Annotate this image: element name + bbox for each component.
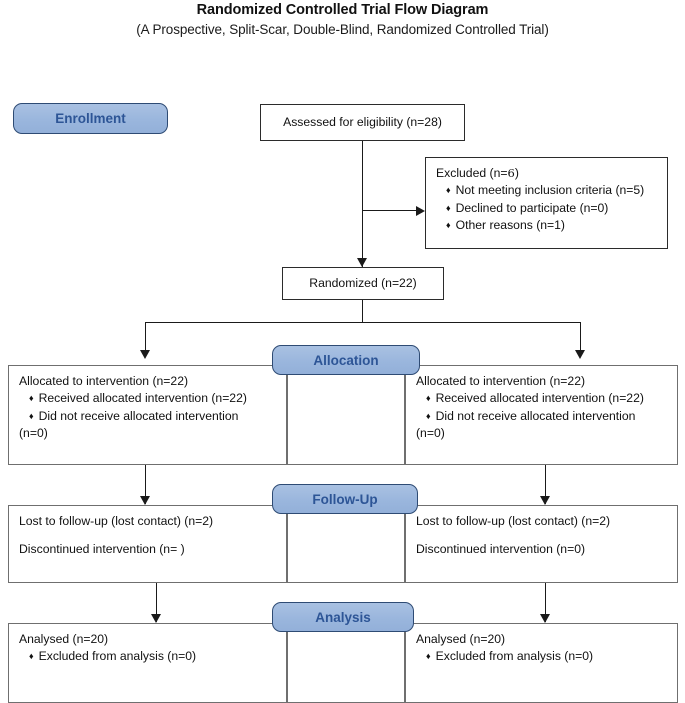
allocation-left-heading: Allocated to intervention (n=22)	[19, 374, 189, 388]
arrow-into-followup-right	[540, 496, 550, 505]
stage-badge-enrollment-label: Enrollment	[55, 111, 126, 126]
arrow-into-followup-left	[140, 496, 150, 505]
followup-right-discontinued: Discontinued intervention (n=0)	[416, 542, 586, 557]
connector-alloc-right-to-followup	[545, 465, 546, 504]
connector-to-excluded	[362, 210, 416, 211]
excluded-heading: Excluded (n=6)	[436, 166, 519, 180]
arrow-into-analysis-right	[540, 614, 550, 623]
connector-split-bus	[145, 322, 580, 323]
box-analysis-middle	[287, 623, 405, 703]
analysis-right-analysed: Analysed (n=20)	[416, 632, 506, 646]
analysis-left-analysed: Analysed (n=20)	[19, 632, 109, 646]
allocation-right-item-2: Did not receive allocated intervention	[416, 408, 667, 425]
box-followup-left: Lost to follow-up (lost contact) (n=2) D…	[8, 505, 287, 583]
allocation-left-trailing: (n=0)	[19, 425, 48, 440]
arrow-into-analysis-left	[151, 614, 161, 623]
box-excluded: Excluded (n=6) Not meeting inclusion cri…	[425, 157, 668, 249]
box-allocation-left: Allocated to intervention (n=22) Receive…	[8, 365, 287, 465]
arrow-into-allocation-left	[140, 350, 150, 359]
arrow-into-excluded	[416, 206, 425, 216]
connector-followup-left-to-analysis	[156, 583, 157, 622]
allocation-right-heading: Allocated to intervention (n=22)	[416, 374, 586, 388]
box-allocation-right: Allocated to intervention (n=22) Receive…	[405, 365, 678, 465]
connector-randomized-down	[362, 300, 363, 322]
excluded-reason-1: Not meeting inclusion criteria (n=5)	[436, 182, 657, 199]
followup-left-lost: Lost to follow-up (lost contact) (n=2)	[19, 514, 214, 528]
excluded-reason-3: Other reasons (n=1)	[436, 217, 657, 234]
stage-badge-analysis-label: Analysis	[315, 609, 371, 625]
box-assessed-for-eligibility: Assessed for eligibility (n=28)	[260, 104, 465, 141]
page-title: Randomized Controlled Trial Flow Diagram	[196, 2, 489, 18]
connector-alloc-left-to-followup	[145, 465, 146, 504]
stage-badge-analysis: Analysis	[272, 602, 414, 632]
followup-left-discontinued: Discontinued intervention (n= )	[19, 542, 185, 557]
connector-split-left	[145, 322, 146, 357]
stage-badge-followup: Follow-Up	[272, 484, 418, 514]
excluded-count: 6	[507, 166, 515, 180]
connector-split-right	[580, 322, 581, 357]
box-analysis-right: Analysed (n=20) Excluded from analysis (…	[405, 623, 678, 703]
analysis-right-excluded: Excluded from analysis (n=0)	[416, 648, 667, 665]
box-followup-middle	[287, 505, 405, 583]
followup-right-lost: Lost to follow-up (lost contact) (n=2)	[416, 514, 611, 528]
assessed-label: Assessed for eligibility (n=28)	[283, 114, 442, 129]
randomized-label: Randomized (n=22)	[309, 275, 417, 290]
box-followup-right: Lost to follow-up (lost contact) (n=2) D…	[405, 505, 678, 583]
allocation-right-item-1: Received allocated intervention (n=22)	[416, 390, 667, 407]
box-allocation-middle	[287, 365, 405, 465]
box-analysis-left: Analysed (n=20) Excluded from analysis (…	[8, 623, 287, 703]
allocation-left-item-1: Received allocated intervention (n=22)	[19, 390, 276, 407]
page-subtitle: (A Prospective, Split-Scar, Double-Blind…	[136, 22, 549, 37]
stage-badge-allocation-label: Allocation	[313, 352, 379, 368]
stage-badge-enrollment: Enrollment	[13, 103, 168, 134]
analysis-left-excluded: Excluded from analysis (n=0)	[19, 648, 276, 665]
allocation-right-trailing: (n=0)	[416, 425, 445, 440]
connector-assessed-to-randomized	[362, 141, 363, 267]
arrow-into-randomized	[357, 258, 367, 267]
allocation-left-item-2: Did not receive allocated intervention	[19, 408, 276, 425]
connector-followup-right-to-analysis	[545, 583, 546, 622]
stage-badge-allocation: Allocation	[272, 345, 420, 375]
arrow-into-allocation-right	[575, 350, 585, 359]
excluded-reason-2: Declined to participate (n=0)	[436, 200, 657, 217]
box-randomized: Randomized (n=22)	[282, 267, 444, 300]
stage-badge-followup-label: Follow-Up	[312, 491, 378, 507]
